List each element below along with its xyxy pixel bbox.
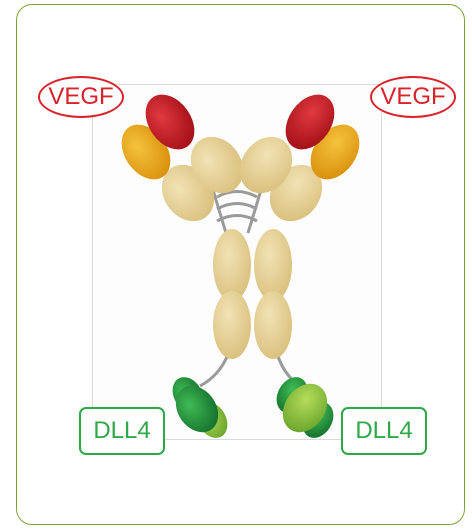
- left-fab-arm: [112, 85, 254, 231]
- right-fab-arm: [229, 85, 369, 231]
- vegf-label-left: VEGF: [38, 76, 124, 118]
- right-scfv-dll4-binder: [270, 372, 339, 444]
- ch2-left: [213, 229, 251, 301]
- vegf-label-right: VEGF: [370, 76, 456, 118]
- ch3-left: [213, 291, 251, 359]
- dll4-label-right: DLL4: [341, 407, 427, 455]
- left-scfv-dll4-binder: [166, 372, 233, 444]
- ch2-right: [254, 229, 292, 301]
- dll4-label-left: DLL4: [79, 407, 165, 455]
- ch3-right: [254, 291, 292, 359]
- fc-region: [213, 229, 292, 359]
- hinge-disulfide-bonds: [213, 190, 261, 233]
